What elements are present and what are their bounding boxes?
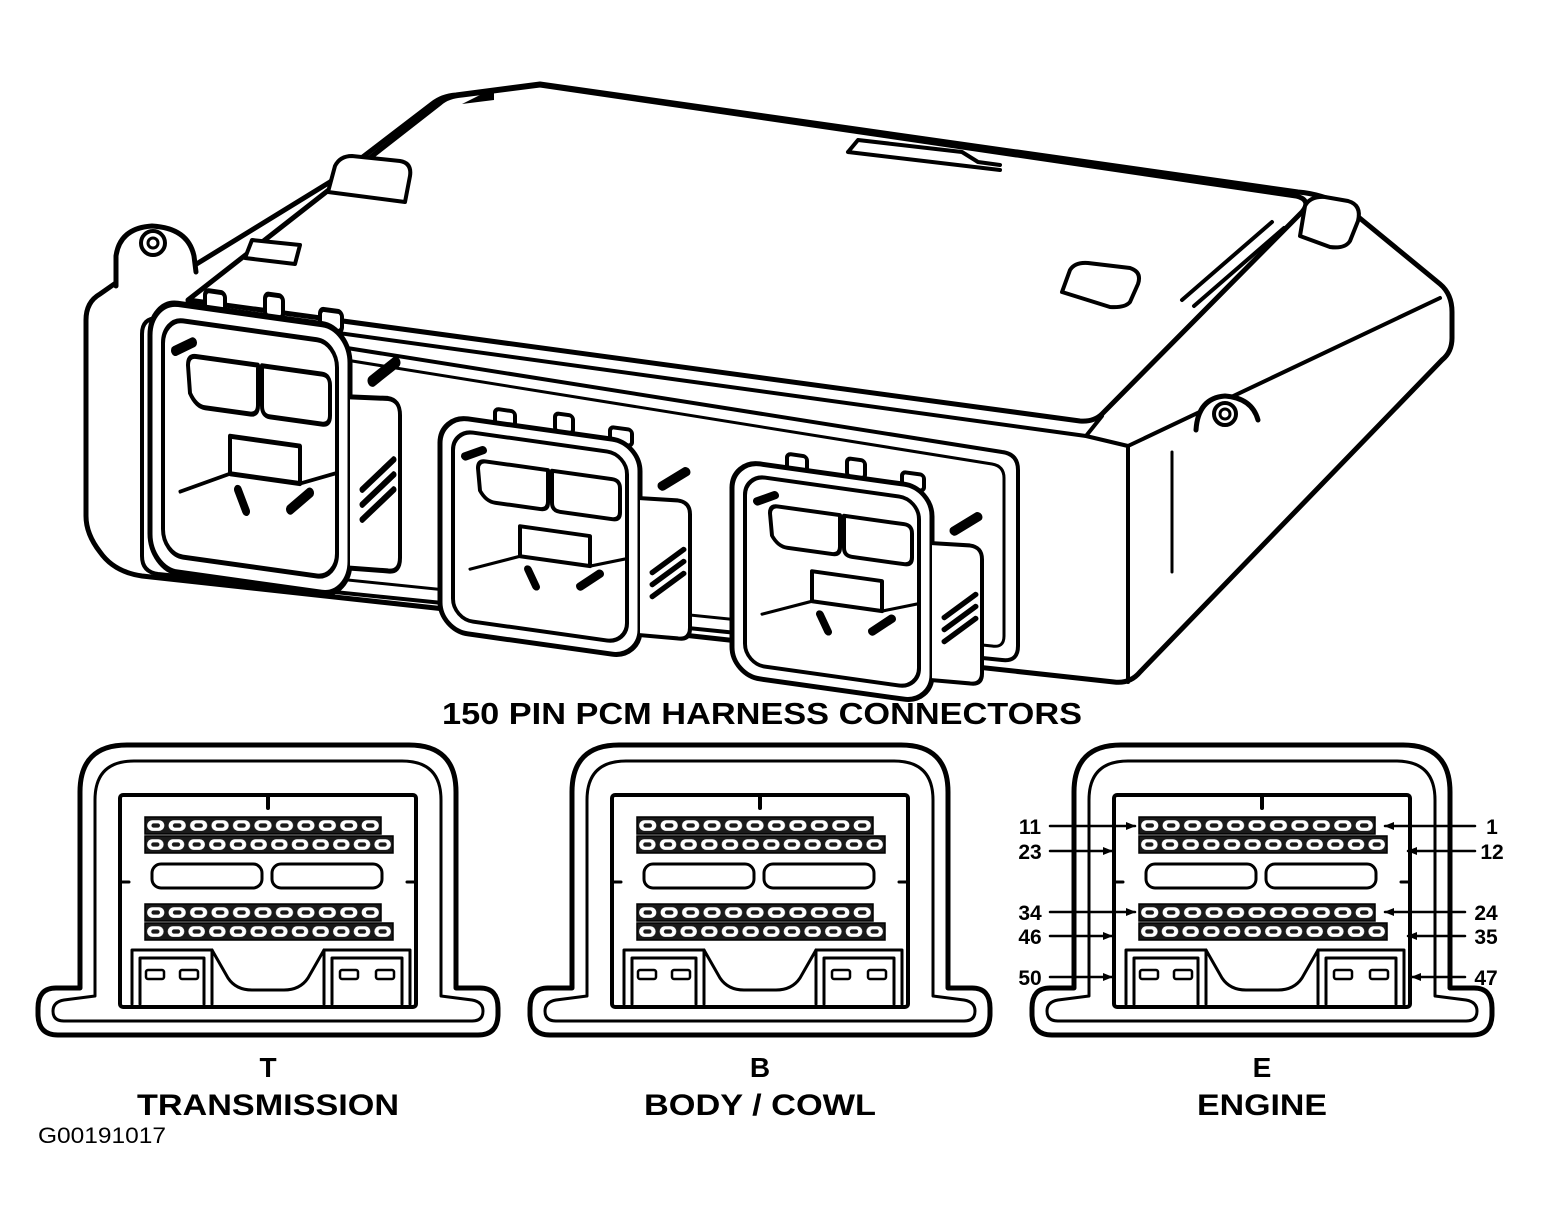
pin-label: 12 xyxy=(1480,841,1503,864)
pin-label: 47 xyxy=(1474,967,1497,990)
lid-pad-mid xyxy=(1060,260,1141,310)
connector-letter-transmission: T xyxy=(259,1052,276,1083)
diagram-title: 150 PIN PCM HARNESS CONNECTORS xyxy=(442,696,1082,731)
connector-name-transmission: TRANSMISSION xyxy=(137,1089,399,1122)
lid-groove xyxy=(846,138,1002,172)
lid-ribs xyxy=(1180,220,1286,308)
pin-label: 34 xyxy=(1018,902,1042,925)
engine-pin-callouts: 11 1 23 12 34 24 46 35 50 47 xyxy=(1018,816,1503,990)
connector-face-body-cowl xyxy=(530,745,990,1035)
connector-face-engine xyxy=(1032,745,1492,1035)
pin-label: 46 xyxy=(1018,926,1041,949)
connector-name-body-cowl: BODY / COWL xyxy=(644,1089,876,1122)
connector-letter-body-cowl: B xyxy=(750,1052,770,1083)
lid-pad-left xyxy=(326,154,413,204)
pcm-lid xyxy=(185,82,1309,424)
base-side-edge xyxy=(1126,296,1442,448)
connector-face-transmission xyxy=(38,745,498,1035)
pin-label: 23 xyxy=(1018,841,1041,864)
figure-id: G00191017 xyxy=(38,1123,166,1148)
mounting-hole-left xyxy=(139,229,167,257)
pcm-module xyxy=(83,81,1455,710)
mounting-hole-left-inner xyxy=(146,236,160,250)
lid-corner-mark xyxy=(462,88,494,104)
pin-label: 1 xyxy=(1486,816,1498,839)
pin-label: 50 xyxy=(1018,967,1041,990)
lid-slot xyxy=(243,238,302,266)
mounting-hole-right xyxy=(1212,401,1238,427)
connector-letter-engine: E xyxy=(1253,1052,1272,1083)
connector-name-engine: ENGINE xyxy=(1197,1089,1327,1122)
lid-pad-right xyxy=(1298,194,1361,250)
pin-label: 11 xyxy=(1019,816,1042,839)
connector-recess-outer xyxy=(140,316,1020,663)
pin-label: 35 xyxy=(1474,926,1498,949)
pin-label: 24 xyxy=(1474,902,1498,925)
mounting-hole-right-inner xyxy=(1218,407,1232,421)
